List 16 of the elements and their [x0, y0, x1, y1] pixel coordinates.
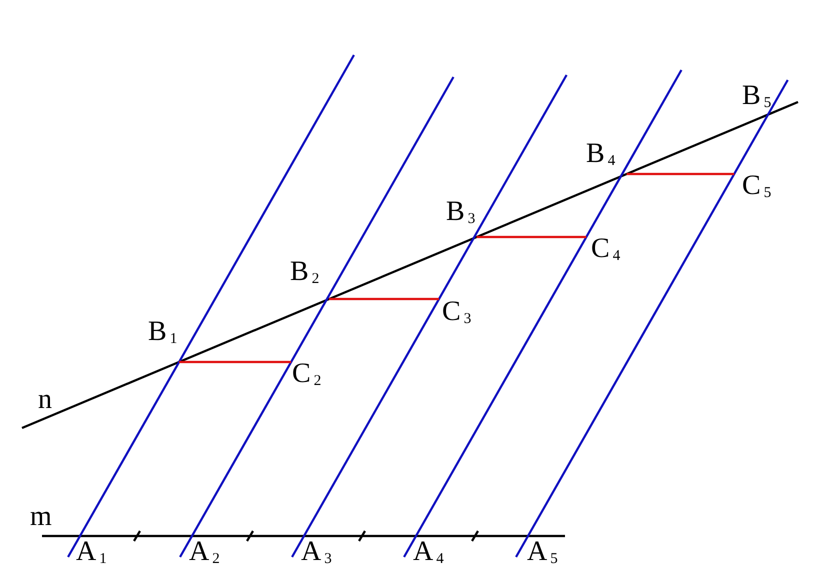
- point-label: m: [30, 503, 52, 531]
- point-label: A$_{3}$: [301, 538, 332, 567]
- point-label: A$_{2}$: [189, 538, 220, 567]
- point-label: A$_{1}$: [76, 538, 107, 567]
- point-label: C$_{4}$: [591, 235, 620, 264]
- point-label: B$_{1}$: [148, 318, 178, 347]
- point-label: C$_{2}$: [292, 360, 322, 389]
- point-label: B$_{5}$: [742, 82, 772, 111]
- point-label: A$_{4}$: [413, 538, 444, 567]
- point-label: C$_{5}$: [742, 172, 772, 201]
- point-label: B$_{3}$: [446, 198, 476, 227]
- point-label: n: [38, 386, 52, 414]
- point-label: B$_{2}$: [290, 258, 320, 287]
- point-label: A$_{5}$: [527, 538, 558, 567]
- point-label: B$_{4}$: [586, 140, 616, 169]
- point-label: C$_{3}$: [442, 298, 472, 327]
